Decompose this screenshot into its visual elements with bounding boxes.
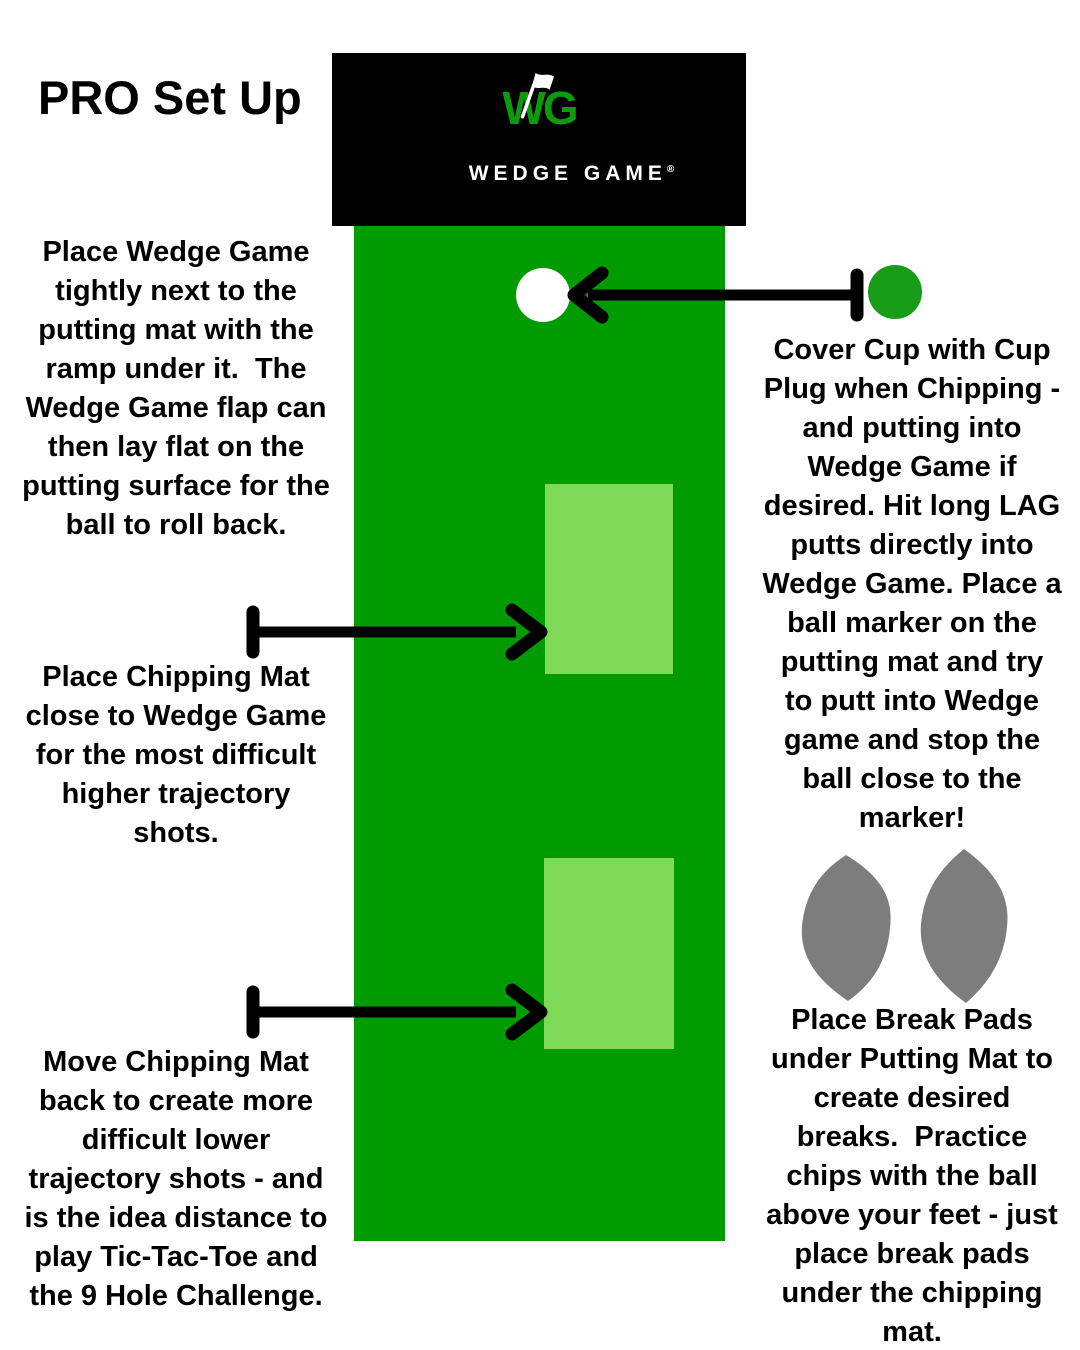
note-chipping-mat-back: Move Chipping Mat back to create more di… xyxy=(24,1046,328,1312)
putting-mat xyxy=(354,226,725,1241)
brand-header: WG WEDGE GAME® xyxy=(332,53,746,226)
page-title: PRO Set Up xyxy=(38,71,302,124)
chipping-mat-position-low xyxy=(544,858,674,1049)
chipping-mat-position-high xyxy=(545,484,673,674)
note-wedge-game-placement: Place Wedge Game tightly next to the put… xyxy=(22,236,330,541)
break-pads xyxy=(801,849,1008,1003)
note-chipping-mat-close: Place Chipping Mat close to Wedge Game f… xyxy=(25,661,327,849)
registered-trademark: ® xyxy=(666,164,675,175)
wg-monogram: WG xyxy=(502,73,579,134)
cup-plug xyxy=(868,265,922,319)
golf-flag-icon xyxy=(520,73,554,119)
note-break-pads: Place Break Pads under Putting Mat to cr… xyxy=(766,1004,1058,1348)
arrow-to-chipping-mat-low-icon xyxy=(246,983,548,1041)
break-pad-left-icon xyxy=(801,855,891,1001)
monogram-letter-g: G xyxy=(542,82,579,134)
note-cup-plug-putting: Cover Cup with Cup Plug when Chipping - … xyxy=(762,334,1062,834)
arrow-to-chipping-mat-high-icon xyxy=(246,603,548,661)
brand-wordmark-text: WEDGE GAME xyxy=(468,162,667,185)
break-pad-right-icon xyxy=(920,849,1008,1003)
brand-wordmark: WEDGE GAME® xyxy=(404,138,675,210)
arrow-plug-to-cup-icon xyxy=(567,266,864,324)
cup xyxy=(516,268,570,322)
